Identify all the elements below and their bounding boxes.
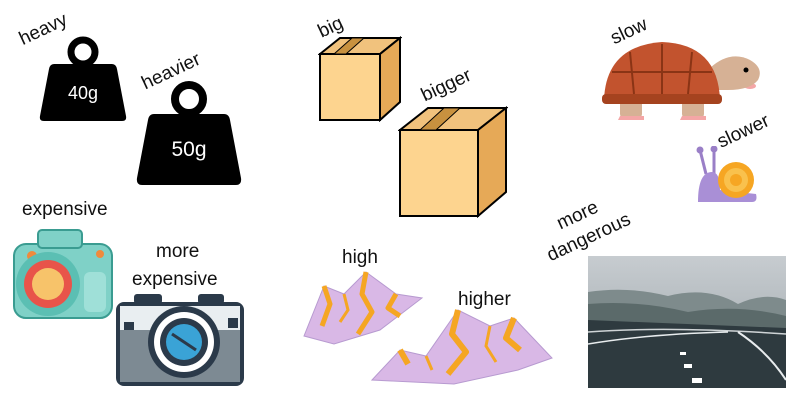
weight-label-40g: 40g [68,83,98,103]
weight-label-50g: 50g [171,138,206,161]
box-icon-small [318,36,402,122]
label-more-expensive-line2: expensive [132,269,218,290]
camera-icon-large [114,292,246,388]
turtle-icon [600,38,766,122]
label-bigger: bigger [418,64,475,107]
box-icon-large [398,106,508,218]
weight-icon-small: 40g [38,36,128,122]
label-more-expensive-line1: more [156,241,200,262]
label-expensive: expensive [22,199,108,220]
mountain-icon-large [368,300,554,386]
camera-icon-small [10,222,116,322]
label-higher: higher [458,289,511,310]
label-high: high [342,247,378,268]
road-photo [588,256,786,388]
mountain-icon-small [300,264,424,346]
weight-icon-large: 50g [134,80,244,186]
snail-icon [694,146,760,204]
